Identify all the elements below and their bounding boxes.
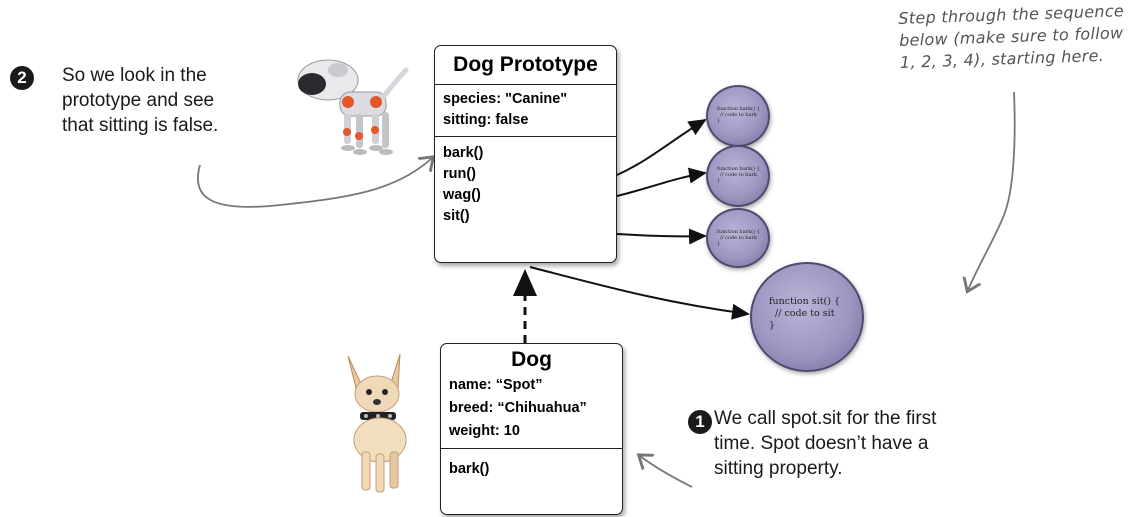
step-2-badge: 2 [10,66,34,90]
function-code: function bark() { // code to bark} [717,106,768,124]
dog-title: Dog [511,348,552,371]
function-blob-sit: function sit() { // code to sit} [750,262,864,372]
callout-line: We call spot.sit for the first [714,408,937,429]
method-run: run() [443,166,477,182]
code-line: } [769,320,776,331]
code-line: } [717,241,721,247]
method-sit: sit() [443,208,470,224]
dog-prototype-methods: bark() run() wag() sit() [435,136,616,232]
function-blob-bark-2: function bark() { // code to bark} [706,145,770,207]
code-line: } [717,178,721,184]
callout-line: So we look in the [62,65,207,86]
chihuahua-image [347,353,407,493]
code-line: function bark() { [717,166,760,172]
note-pointer [968,91,1016,290]
run-arrow [616,167,707,197]
callout-step-1: We call spot.sit for the first time. Spo… [714,406,936,481]
property-breed: breed: “Chihuahua” [449,400,587,416]
property-species: species: "Canine" [443,91,568,107]
function-blob-bark-3: function bark() { // code to bark} [706,208,770,268]
function-code: function sit() { // code to sit} [769,296,862,332]
property-weight: weight: 10 [449,423,520,439]
code-line: function bark() { [717,229,760,235]
code-line: // code to bark [717,112,757,118]
method-bark: bark() [443,145,484,161]
callout-step-2: So we look in the prototype and see that… [62,63,218,138]
function-code: function bark() { // code to bark} [717,166,768,184]
sit-arrow [529,266,750,320]
bark-arrow [616,118,707,176]
dog-box: Dog name: “Spot” breed: “Chihuahua” weig… [440,343,623,515]
dog-prototype-box: Dog Prototype species: "Canine" sitting:… [434,45,617,263]
dog-prototype-properties: species: "Canine" sitting: false [435,85,616,136]
robot-dog-image [297,59,409,155]
property-name: name: “Spot” [449,377,543,393]
dog-prototype-title: Dog Prototype [435,46,616,85]
code-line: } [717,118,721,124]
wag-arrow [616,228,707,245]
callout-1-pointer [640,456,693,488]
function-code: function bark() { // code to bark} [717,229,768,247]
callout-2-pointer [197,158,432,208]
callout-line: that sitting is false. [62,115,219,136]
callout-line: time. Spot doesn’t have a [714,433,929,454]
function-blob-bark-1: function bark() { // code to bark} [706,85,770,147]
code-line: // code to bark [717,235,757,241]
code-line: function bark() { [717,106,760,112]
callout-line: sitting property. [714,458,843,479]
method-wag: wag() [443,187,481,203]
code-line: // code to bark [717,172,757,178]
code-line: // code to sit [769,308,835,319]
dog-method-bark: bark() [449,461,490,477]
step-1-badge: 1 [688,410,712,434]
dog-methods: bark() [441,448,622,485]
code-line: function sit() { [769,296,840,307]
property-sitting: sitting: false [443,112,529,128]
callout-line: prototype and see [62,90,215,111]
handwritten-note: Step through the sequence below (make su… [898,0,1126,74]
dog-properties: name: “Spot” breed: “Chihuahua” weight: … [441,374,622,448]
